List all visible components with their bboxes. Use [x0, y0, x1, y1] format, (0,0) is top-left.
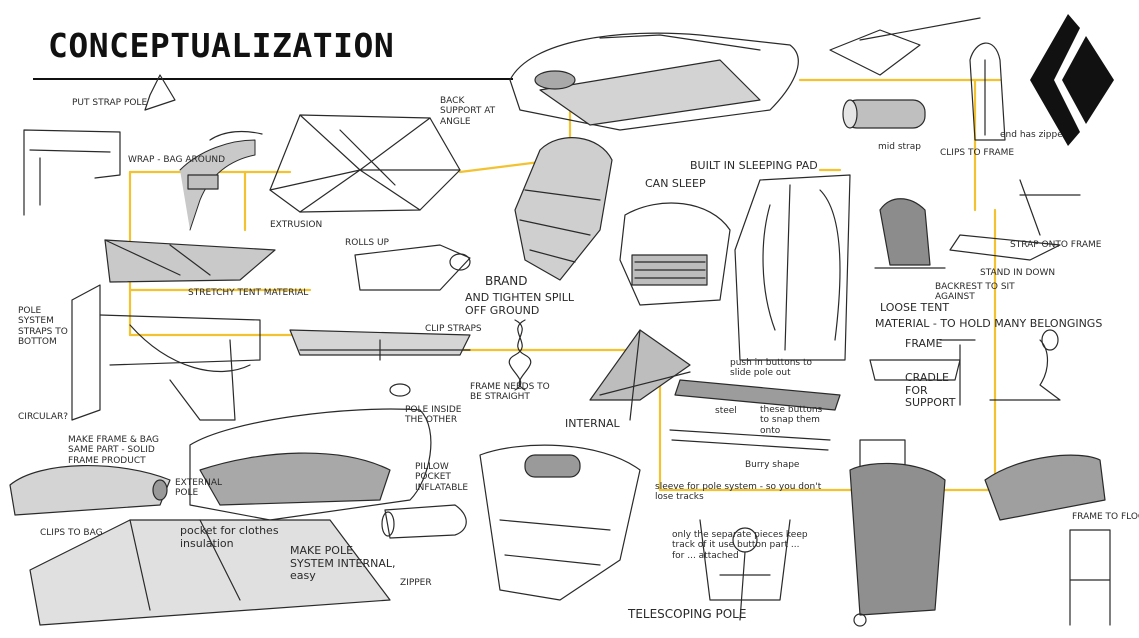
seat-sketch: [479, 444, 641, 601]
note-these-buttons: these buttons to snap them onto: [760, 405, 823, 436]
note-frame-straight: FRAME NEEDS TO BE STRAIGHT: [470, 382, 550, 403]
stretchy-tent-sketch: [104, 239, 471, 291]
note-loose-tent: LOOSE TENT: [880, 301, 950, 314]
note-cradle: CRADLE FOR SUPPORT: [905, 371, 956, 410]
note-back-support: BACK SUPPORT AT ANGLE: [440, 96, 496, 127]
title-divider: [33, 78, 513, 80]
frame-pack-sketch: [734, 174, 851, 361]
note-steel: steel: [715, 406, 737, 416]
backrest-sketch: [874, 179, 1081, 269]
note-pocket-clothes: pocket for clothes insulation: [180, 524, 279, 550]
note-material-hold: MATERIAL - TO HOLD MANY BELONGINGS: [875, 317, 1103, 330]
roll-sketch: [984, 454, 1106, 521]
pillow-sketch: [381, 504, 467, 539]
note-frame-to-floor: FRAME TO FLOOR: [1072, 512, 1139, 522]
steel-pole-sketch: [669, 379, 841, 451]
note-put-strap-pole: PUT STRAP POLE: [72, 98, 148, 108]
person-sketch: [699, 519, 791, 621]
pack-sketch: [619, 202, 731, 306]
note-clips-to-frame: CLIPS TO FRAME: [940, 148, 1015, 158]
note-wrap-bag: WRAP - BAG AROUND: [128, 155, 226, 165]
note-end-zipper: end has zipper: [1000, 130, 1067, 140]
note-rolls-up: ROLLS UP: [345, 238, 389, 248]
note-stretchy: STRETCHY TENT MATERIAL: [188, 288, 309, 298]
frame-floor-sketch: [1069, 529, 1111, 626]
note-frame: FRAME: [905, 337, 943, 350]
sleeping-bag-sketch: [514, 137, 613, 281]
note-clips-to-bag: CLIPS TO BAG: [40, 528, 103, 538]
note-strap-onto-frame: STRAP ONTO FRAME: [1010, 240, 1102, 250]
note-clip-straps: CLIP STRAPS: [425, 324, 482, 334]
note-bury-shape: Burry shape: [745, 460, 800, 470]
cradle-sketch: [869, 329, 1061, 406]
umbrella-tent-sketch: [269, 114, 461, 213]
frame-sketch: [71, 284, 261, 421]
note-pillow-pocket: PILLOW POCKET INFLATABLE: [415, 462, 469, 493]
rolling-bag-sketch: [849, 439, 946, 627]
tent-pod-sketch: [509, 32, 799, 131]
note-only-separate: only the separate pieces keep track of i…: [672, 530, 808, 561]
strap-sketch: [179, 130, 263, 231]
note-extrusion: EXTRUSION: [270, 220, 323, 230]
rolled-bag-sketch: [9, 465, 171, 516]
ground-tent-sketch: [29, 519, 391, 626]
note-built-in-pad: BUILT IN SLEEPING PAD: [690, 159, 818, 172]
note-backrest: BACKREST TO SIT AGAINST: [935, 282, 1015, 303]
note-make-frame-bag: MAKE FRAME & BAG SAME PART - SOLID FRAME…: [68, 435, 159, 466]
note-brand: BRAND: [485, 274, 528, 288]
cot-sketch: [289, 329, 471, 397]
pole-sketch: [829, 17, 981, 129]
big-bag-sketch: [189, 408, 432, 521]
note-push-buttons: push in buttons to slide pole out: [730, 358, 813, 379]
note-internal: INTERNAL: [565, 417, 620, 430]
helix-sketch: [508, 319, 532, 391]
strap-pole-sketch: [23, 74, 176, 216]
note-can-sleep: CAN SLEEP: [645, 177, 706, 190]
sleeve-sketch: [969, 42, 1006, 141]
note-pole-system: POLE SYSTEM STRAPS TO BOTTOM: [18, 306, 68, 348]
note-mid-strap: mid strap: [878, 142, 921, 152]
note-zipper: ZIPPER: [400, 578, 432, 588]
note-tighten: AND TIGHTEN SPILL OFF GROUND: [465, 291, 574, 317]
note-stand-in-down: STAND IN DOWN: [980, 268, 1056, 278]
black-diamond-logo-icon: [1030, 14, 1114, 146]
note-pole-inside: POLE INSIDE THE OTHER: [405, 405, 462, 426]
note-telescoping: TELESCOPING POLE: [628, 607, 747, 621]
note-make-pole-internal: MAKE POLE SYSTEM INTERNAL, easy: [290, 544, 396, 583]
page-title: CONCEPTUALIZATION: [48, 26, 395, 65]
note-external-pole: EXTERNAL POLE: [175, 478, 223, 499]
note-circular: CIRCULAR?: [18, 412, 69, 422]
note-sleeve-for-pole: sleeve for pole system - so you don't lo…: [655, 482, 822, 503]
internal-tent-sketch: [589, 329, 691, 421]
